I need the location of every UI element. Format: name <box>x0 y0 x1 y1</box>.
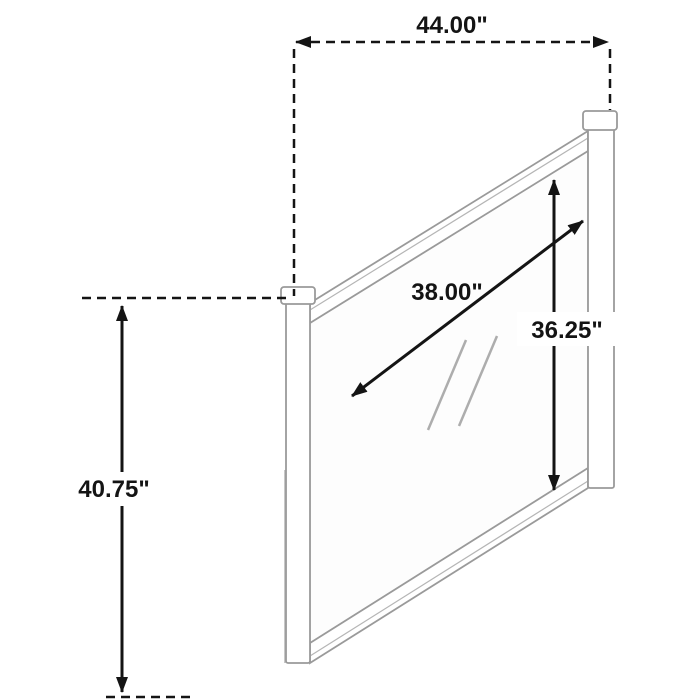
mirror-right-post <box>587 127 615 489</box>
overall-height-label-bg <box>62 472 168 506</box>
glass-width-label: 38.00" <box>411 279 482 306</box>
glass-height-label: 36.25" <box>531 317 602 344</box>
glass-height-label-bg <box>517 312 619 346</box>
mirror-left-post-cap <box>280 286 316 305</box>
overall-width-label: 44.00" <box>416 12 487 39</box>
overall-height-label: 40.75" <box>78 476 149 503</box>
mirror-right-post-cap <box>582 110 618 131</box>
glass-width-dimension-line <box>351 219 584 398</box>
mirror-bottom-rail-bevel <box>309 480 589 657</box>
overall-width-dimension <box>292 36 612 296</box>
mirror-left-post <box>285 301 311 664</box>
mirror-drawing <box>280 110 618 665</box>
